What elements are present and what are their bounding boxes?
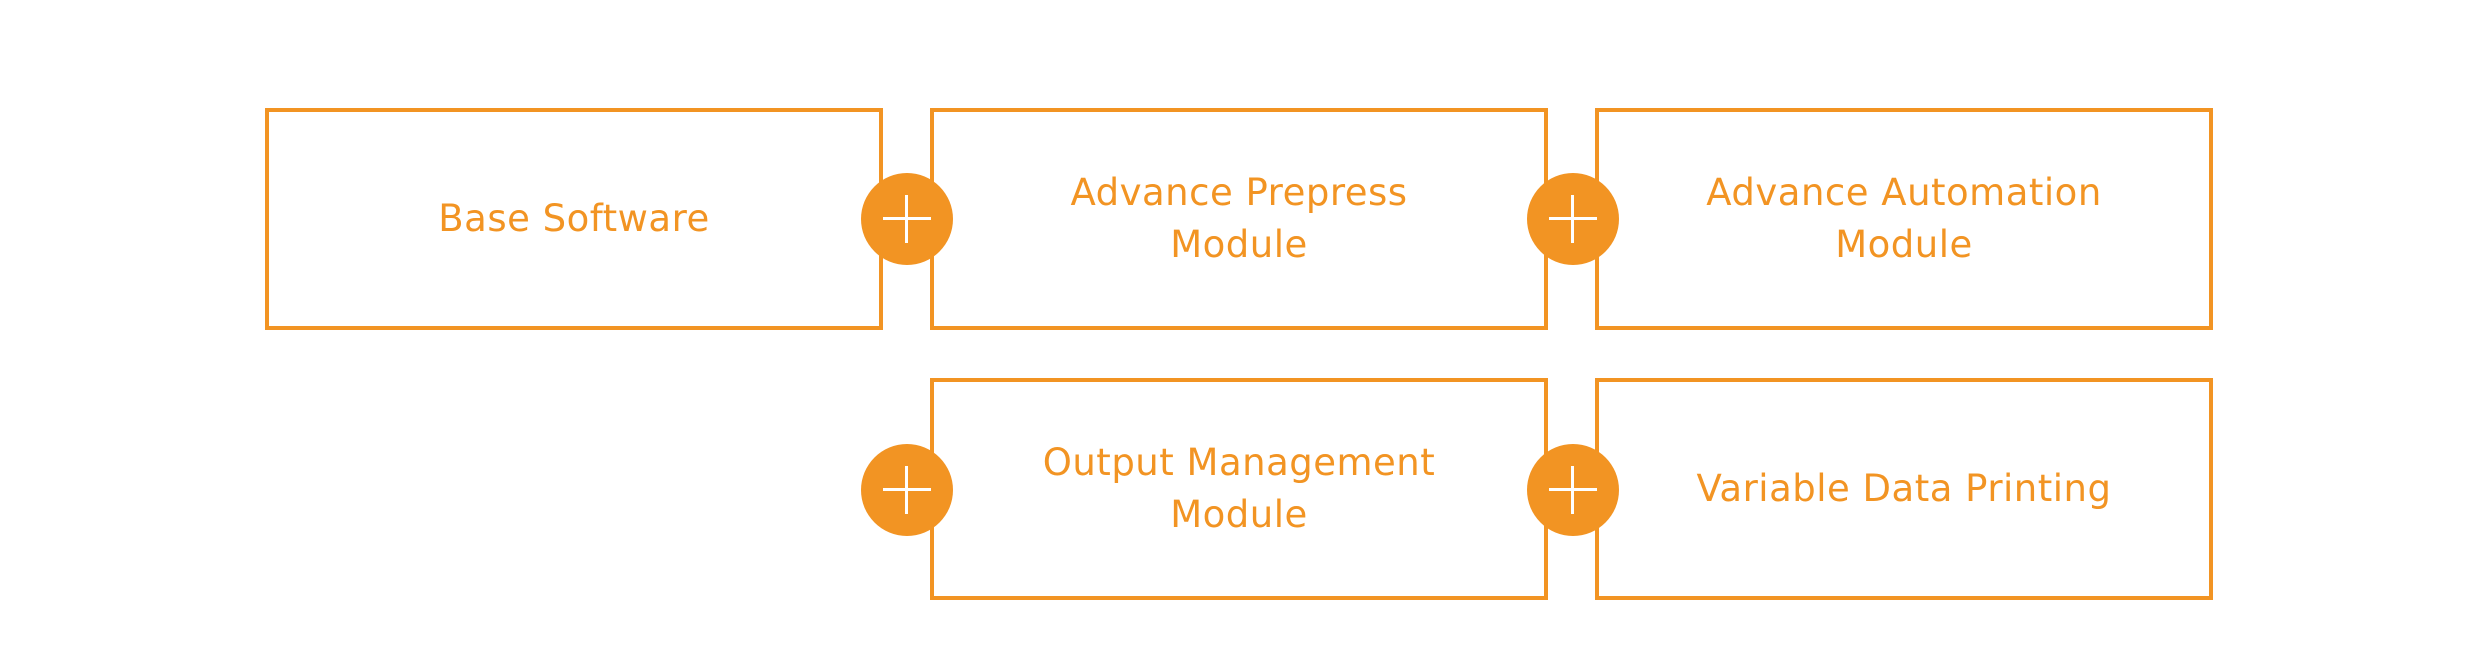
module-box-variable-data-printing: Variable Data Printing [1595,378,2213,600]
module-box-output-management: Output Management Module [930,378,1548,600]
module-box-advance-prepress: Advance Prepress Module [930,108,1548,330]
plus-icon [1527,173,1619,265]
module-label: Output Management Module [1042,441,1436,536]
module-box-base-software: Base Software [265,108,883,330]
module-box-advance-automation: Advance Automation Module [1595,108,2213,330]
module-label: Advance Prepress Module [1070,171,1408,266]
module-label: Base Software [438,197,710,240]
plus-icon [1527,444,1619,536]
plus-icon [861,173,953,265]
module-label: Variable Data Printing [1696,467,2112,510]
module-label: Advance Automation Module [1706,171,2102,266]
plus-icon [861,444,953,536]
